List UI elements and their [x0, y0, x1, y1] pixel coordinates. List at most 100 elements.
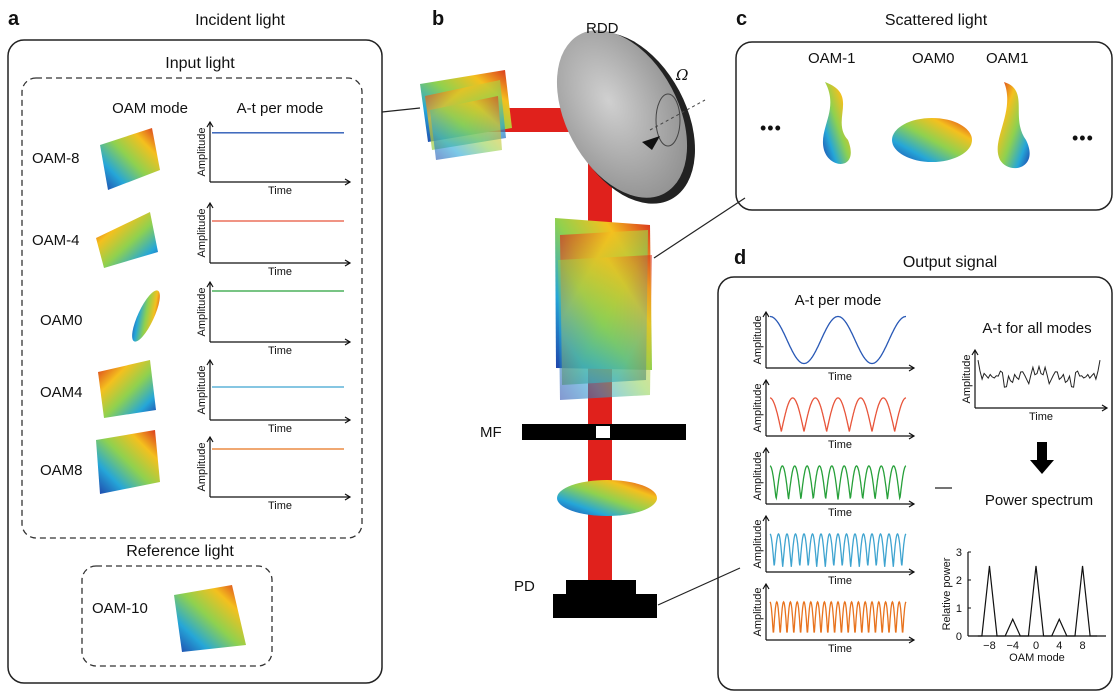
oam-minus10-image — [174, 585, 246, 652]
spec-ytick-0: 0 — [956, 631, 962, 643]
spec-xtick-0: −8 — [983, 640, 996, 652]
d-chart-3-xlabel: Time — [828, 575, 852, 587]
a-chart-0-ylabel: Amplitude — [196, 128, 208, 177]
down-arrow-icon — [1030, 442, 1054, 474]
oam-minus4-image — [96, 212, 158, 268]
d-chart-2-ylabel: Amplitude — [752, 452, 764, 501]
d-chart-0-xlabel: Time — [828, 371, 852, 383]
panel-d-title: Output signal — [902, 254, 998, 271]
ellipsis-left: ••• — [760, 118, 782, 138]
lens — [557, 480, 657, 516]
a-chart-3-ylabel: Amplitude — [196, 366, 208, 415]
d-chart-3-xarrow — [908, 568, 916, 576]
d-chart-1-yarrow — [762, 378, 770, 386]
connector-b-d — [657, 567, 741, 606]
d-chart-1-signal — [769, 397, 907, 432]
spec-ytick-1: 1 — [956, 603, 962, 615]
a-chart-1-xlabel: Time — [268, 266, 292, 278]
panel-a-letter: a — [8, 8, 20, 30]
mode-label-oam8: OAM8 — [40, 462, 83, 479]
d-chart-3-signal — [769, 532, 907, 567]
rdd-disk — [556, 30, 706, 204]
col-at-header: A-t per mode — [236, 100, 324, 117]
pd-label: PD — [514, 578, 535, 595]
d-chart-4-yarrow — [762, 582, 770, 590]
reference-light-title: Reference light — [126, 543, 234, 560]
a-chart-1-yarrow — [206, 201, 214, 209]
d-chart-3-yarrow — [762, 514, 770, 522]
a-chart-3-yarrow — [206, 358, 214, 366]
all-chart-ylabel: Amplitude — [961, 355, 973, 404]
panel-d-letter: d — [734, 247, 747, 269]
reference-mode-label: OAM-10 — [92, 600, 148, 617]
spec-ytick-2: 2 — [956, 575, 962, 587]
a-chart-2-ylabel: Amplitude — [196, 288, 208, 337]
all-chart-yarrow — [971, 348, 979, 356]
d-chart-4-ylabel: Amplitude — [752, 588, 764, 637]
d-chart-4-xlabel: Time — [828, 643, 852, 655]
scattered-shapes — [822, 82, 1030, 169]
a-chart-0-xarrow — [344, 178, 352, 186]
oam0-shape — [892, 118, 972, 162]
ellipsis-right: ••• — [1072, 128, 1094, 148]
a-chart-0-xlabel: Time — [268, 185, 292, 197]
panel-c-frame — [735, 41, 1113, 211]
d-chart-1-xarrow — [908, 432, 916, 440]
all-chart-xarrow — [1101, 404, 1109, 412]
omega-label: Ω — [676, 66, 689, 84]
a-chart-1-xarrow — [344, 259, 352, 267]
a-chart-1-ylabel: Amplitude — [196, 209, 208, 258]
power-spectrum-title: Power spectrum — [984, 492, 1094, 509]
a-chart-0-yarrow — [206, 120, 214, 128]
input-light-box — [21, 77, 363, 539]
panel-d-charts: AmplitudeTimeAmplitudeTimeAmplitudeTimeA… — [752, 310, 916, 655]
all-chart-signal — [977, 360, 1101, 388]
d-chart-3-ylabel: Amplitude — [752, 520, 764, 569]
scatter-mode-oam1: OAM1 — [986, 50, 1029, 67]
d-chart-2-xarrow — [908, 500, 916, 508]
a-chart-3-xlabel: Time — [268, 423, 292, 435]
per-mode-title: A-t per mode — [794, 292, 882, 309]
panel-c-title: Scattered light — [884, 12, 988, 29]
d-chart-2-signal — [769, 465, 907, 501]
d-chart-2-xlabel: Time — [828, 507, 852, 519]
oam4-image — [98, 360, 156, 418]
scatter-mode-oam-minus1: OAM-1 — [808, 50, 856, 67]
oam-minus8-image — [100, 128, 160, 190]
a-chart-2-yarrow — [206, 280, 214, 288]
oam-minus1-shape — [822, 82, 851, 164]
scatter-mode-oam0: OAM0 — [912, 50, 955, 67]
spec-ytick-3: 3 — [956, 547, 962, 559]
a-chart-2-xlabel: Time — [268, 345, 292, 357]
mode-label-oam4: OAM4 — [40, 384, 83, 401]
all-modes-title: A-t for all modes — [982, 320, 1092, 337]
d-chart-0-signal — [770, 315, 906, 365]
spec-line — [977, 565, 1098, 637]
spec-xtick-3: 4 — [1056, 640, 1062, 652]
mf-label: MF — [480, 424, 502, 441]
spec-ylabel: Relative power — [941, 557, 953, 630]
oam1-shape — [997, 82, 1030, 169]
incident-beam-bundle — [420, 70, 512, 160]
panel-a-frame — [7, 39, 383, 684]
mode-filter — [522, 424, 686, 440]
mode-label-oam0: OAM0 — [40, 312, 83, 329]
all-chart-xlabel: Time — [1029, 411, 1053, 423]
d-chart-4-xarrow — [908, 636, 916, 644]
d-chart-4-signal — [769, 600, 907, 633]
d-chart-0-yarrow — [762, 310, 770, 318]
panel-d-frame — [717, 276, 1113, 691]
panel-a-title: Incident light — [195, 12, 285, 29]
a-chart-4-xarrow — [344, 493, 352, 501]
reference-light-box — [81, 565, 273, 667]
a-chart-4-ylabel: Amplitude — [196, 443, 208, 492]
spec-xtick-2: 0 — [1033, 640, 1039, 652]
mode-label-oam-minus8: OAM-8 — [32, 150, 80, 167]
a-chart-4-xlabel: Time — [268, 500, 292, 512]
oam-images — [96, 128, 246, 652]
panel-b-letter: b — [432, 8, 445, 30]
connector-a-b — [381, 107, 421, 113]
mode-label-oam-minus4: OAM-4 — [32, 232, 80, 249]
